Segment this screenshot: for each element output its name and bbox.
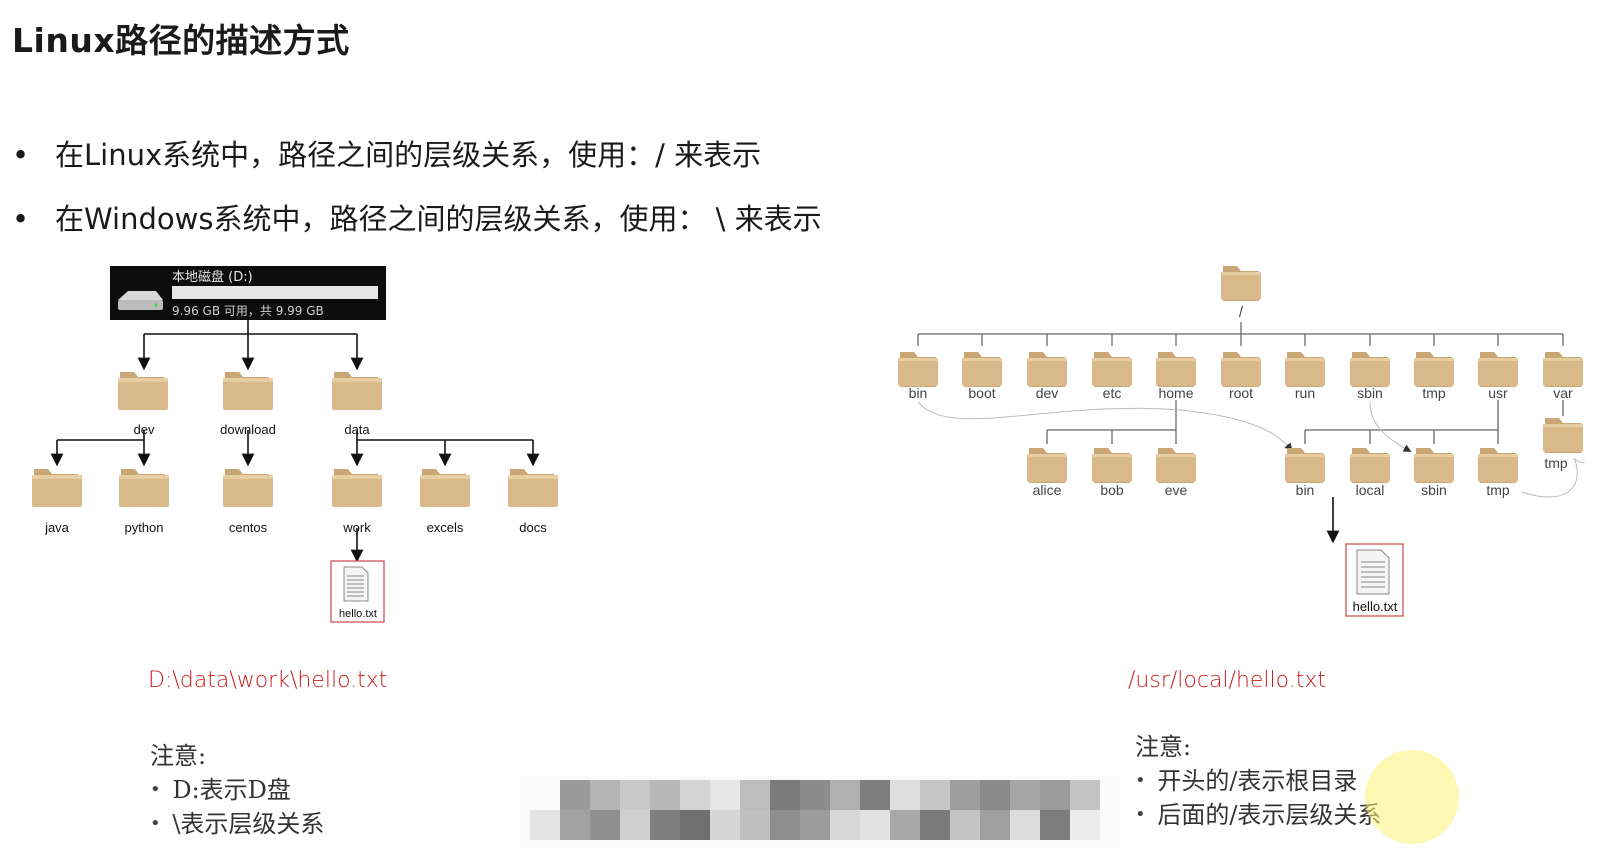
folder-icon (1350, 448, 1390, 483)
folder-label: var (1553, 385, 1573, 401)
folder-icon (1478, 352, 1518, 387)
folder-label: tmp (1486, 482, 1510, 498)
folder-label: excels (427, 520, 464, 535)
bullet-text: 在Windows系统中，路径之间的层级关系，使用： \ 来表示 (55, 202, 822, 236)
folder-label: home (1158, 385, 1193, 401)
folder-label: tmp (1422, 385, 1446, 401)
drive-usage-bar (172, 286, 378, 299)
folder-label: run (1295, 385, 1315, 401)
bullet-text: 在Linux系统中，路径之间的层级关系，使用：/ 来表示 (55, 138, 762, 172)
linux-tree-lines (917, 322, 1564, 444)
note-item: \表示层级关系 (150, 807, 324, 841)
folder-label: bin (1296, 482, 1315, 498)
folder-label: work (342, 520, 371, 535)
folder-icon (1350, 352, 1390, 387)
drive-name: 本地磁盘 (D:) (172, 269, 253, 285)
folder-icon (962, 352, 1002, 387)
bullet-linux: • 在Linux系统中，路径之间的层级关系，使用：/ 来表示 (12, 132, 761, 174)
folder-label: python (124, 520, 163, 535)
folder-label: tmp (1544, 455, 1568, 471)
folder-label: dev (1036, 385, 1059, 401)
folder-icon (898, 352, 938, 387)
folder-label: root (1229, 385, 1253, 401)
folder-label: eve (1165, 482, 1188, 498)
note-item: 开头的/表示根目录 (1135, 764, 1381, 798)
folder-label: local (1356, 482, 1385, 498)
root-label: / (1239, 304, 1244, 321)
folder-label: bob (1100, 482, 1124, 498)
folder-icon (1156, 448, 1196, 483)
linux-note: 注意: 开头的/表示根目录 后面的/表示层级关系 (1135, 731, 1381, 832)
hard-drive-icon (118, 291, 163, 310)
drive-banner: 本地磁盘 (D:) 9.96 GB 可用，共 9.99 GB (110, 266, 386, 320)
bullet-windows: • 在Windows系统中，路径之间的层级关系，使用： \ 来表示 (12, 196, 822, 238)
folder-icon (1092, 352, 1132, 387)
folder-icon (1543, 418, 1583, 453)
folder-icon (1414, 352, 1454, 387)
file-label: hello.txt (1353, 599, 1398, 614)
file-icon (1345, 543, 1404, 617)
note-title: 注意: (1135, 733, 1192, 761)
folder-icon (1156, 352, 1196, 387)
folder-icon (118, 372, 168, 410)
folder-icon (119, 469, 169, 507)
folder-icon (1543, 352, 1583, 387)
folder-label: alice (1033, 482, 1062, 498)
folder-label: boot (968, 385, 995, 401)
file-label: hello.txt (339, 608, 377, 620)
folder-label: data (344, 422, 370, 437)
page-title: Linux路径的描述方式 (12, 21, 350, 60)
drive-space: 9.96 GB 可用，共 9.99 GB (172, 304, 324, 318)
folder-icon (332, 372, 382, 410)
folder-icon (508, 469, 558, 507)
folder-label: sbin (1421, 482, 1447, 498)
file-icon (330, 560, 385, 623)
folder-label: bin (909, 385, 928, 401)
folder-label: centos (229, 520, 268, 535)
folder-icon (1285, 448, 1325, 483)
bullet-dot: • (12, 138, 30, 172)
folder-icon (223, 372, 273, 410)
linux-link-curves (917, 401, 1586, 498)
folder-label: dev (134, 422, 155, 437)
folder-icon (332, 469, 382, 507)
folder-label: usr (1488, 385, 1508, 401)
note-item: 后面的/表示层级关系 (1135, 798, 1381, 832)
folder-label: docs (519, 520, 547, 535)
folder-icon (1092, 448, 1132, 483)
folder-icon (1221, 266, 1261, 301)
folder-icon (1027, 352, 1067, 387)
folder-label: sbin (1357, 385, 1383, 401)
linux-path: /usr/local/hello.txt (1128, 668, 1326, 693)
folder-label: java (44, 520, 70, 535)
folder-icon (32, 469, 82, 507)
blurred-watermark (520, 776, 1120, 848)
windows-note: 注意: D:表示D盘 \表示层级关系 (150, 740, 324, 841)
folder-label: etc (1103, 385, 1122, 401)
folder-icon (1027, 448, 1067, 483)
folder-icon (1414, 448, 1454, 483)
cursor-highlight (1365, 750, 1459, 844)
folder-icon (1285, 352, 1325, 387)
windows-tree-lines (50, 320, 540, 563)
folder-icon (1221, 352, 1261, 387)
folder-icon (223, 469, 273, 507)
folder-icon (420, 469, 470, 507)
note-title: 注意: (150, 742, 207, 770)
bullet-dot: • (12, 202, 30, 236)
note-item: D:表示D盘 (150, 773, 324, 807)
folder-icon (1478, 448, 1518, 483)
windows-path: D:\data\work\hello.txt (148, 668, 388, 693)
folder-label: download (220, 422, 276, 437)
